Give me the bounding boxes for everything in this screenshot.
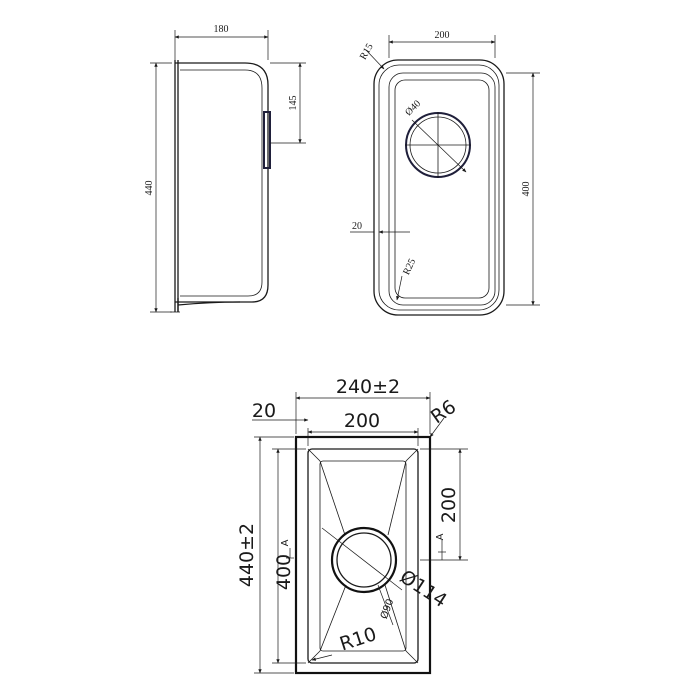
dim-overall-width: 240±2 — [336, 376, 400, 398]
dim-drain-diameter-top: Ø40 — [403, 98, 423, 118]
dim-corner-inner: R25 — [401, 257, 418, 277]
bottom-view: 240±2 200 20 R6 440±2 400 200 A — [236, 376, 468, 675]
drain-outlet-side — [263, 111, 271, 169]
dim-bowl-length: 400 — [273, 554, 295, 590]
dim-corner-radius: R6 — [427, 396, 460, 429]
drain-inner-bottom — [336, 532, 392, 588]
dim-top-edge: 20 — [352, 221, 362, 232]
drain-outer-bottom — [330, 526, 398, 594]
sink-outer-rim — [294, 435, 432, 675]
dim-drain-inner: Ø90 — [378, 597, 396, 620]
section-marker-left: A — [280, 539, 291, 546]
dim-top-length: 400 — [521, 182, 532, 197]
dim-rim: 20 — [252, 400, 276, 422]
dim-bowl-width: 200 — [344, 410, 380, 432]
dim-corner-outer: R15 — [358, 42, 376, 62]
side-view-outline — [175, 62, 269, 303]
side-view: 180 145 440 — [144, 24, 306, 313]
top-view-outer — [373, 59, 505, 316]
section-marker-right: A — [435, 533, 446, 540]
sink-bowl — [307, 448, 419, 664]
dim-drain-diameter: Ø114 — [396, 566, 451, 612]
dim-overall-length: 440±2 — [236, 523, 258, 587]
top-view: Ø40 200 R15 400 20 R25 — [350, 30, 540, 316]
dim-side-width: 180 — [214, 24, 229, 35]
dim-side-depth: 145 — [288, 96, 299, 111]
dim-drain-offset: 200 — [438, 487, 460, 523]
dim-side-height: 440 — [144, 181, 155, 196]
dim-top-width: 200 — [435, 30, 450, 41]
